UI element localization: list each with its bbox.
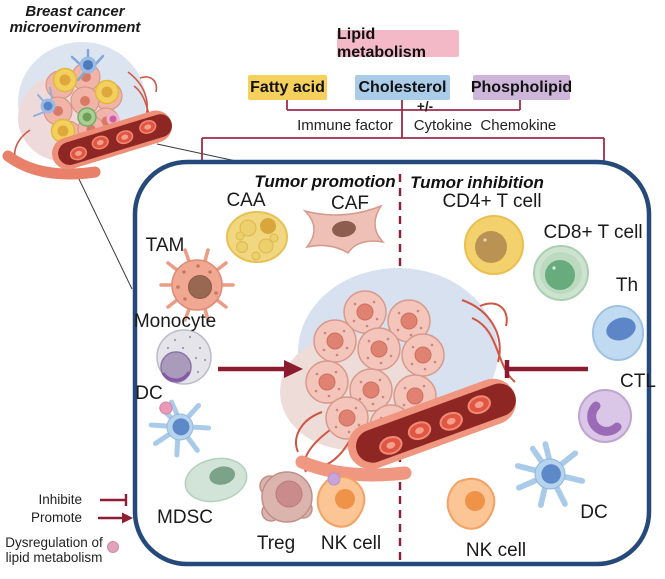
cholesterol-box: Cholesterol bbox=[355, 75, 450, 100]
cd8-t-cell-icon bbox=[533, 245, 589, 301]
caa-label: CAA bbox=[226, 190, 266, 211]
ctl-label: CTL bbox=[620, 371, 656, 392]
phospholipid-box: Phospholipid bbox=[471, 75, 572, 100]
legend-inhibit-symbol bbox=[100, 494, 128, 506]
legend-promote-label: Promote bbox=[30, 510, 82, 525]
central-blood-vessel bbox=[347, 378, 517, 470]
breast-tumor-thumbnail-illustration bbox=[2, 42, 172, 180]
plus-minus-label: +/- bbox=[416, 99, 434, 114]
dc-left-label: DC bbox=[135, 383, 163, 404]
callout-lines bbox=[77, 143, 237, 290]
legend-dysregulation-line1: Dysregulation of bbox=[5, 535, 103, 550]
mdsc-label: MDSC bbox=[157, 507, 213, 528]
dc-right-label: DC bbox=[580, 502, 608, 523]
central-tumor-illustration bbox=[280, 268, 517, 482]
legend-dysregulation-line2: lipid metabolism bbox=[5, 550, 103, 565]
mdsc-cell-icon bbox=[184, 457, 248, 503]
treg-cell-icon bbox=[259, 471, 313, 523]
nk-left-label: NK cell bbox=[320, 533, 382, 554]
lipid-metabolism-box: Lipid metabolism bbox=[337, 26, 459, 61]
nk-left-cell-icon bbox=[316, 472, 366, 528]
cd4-t-cell-icon bbox=[464, 215, 524, 275]
dc-left-cell-icon bbox=[148, 397, 212, 459]
nk-right-label: NK cell bbox=[465, 540, 527, 561]
tumor-inhibition-header: Tumor inhibition bbox=[410, 173, 544, 192]
figure-title: Breast cancer microenvironment bbox=[10, 4, 141, 36]
caf-label: CAF bbox=[331, 193, 369, 214]
tam-cell-icon bbox=[159, 248, 235, 322]
inhibit-bar bbox=[504, 360, 588, 378]
legend-inhibit-label: Inhibite bbox=[38, 492, 82, 507]
th-label: Th bbox=[615, 275, 639, 296]
caa-cell-icon bbox=[226, 211, 288, 263]
fatty-acid-box: Fatty acid bbox=[248, 75, 327, 100]
figure-title-line1: Breast cancer bbox=[25, 3, 125, 20]
cd4-t-cell-label: CD4+ T cell bbox=[442, 191, 542, 212]
figure-title-line2: microenvironment bbox=[9, 19, 141, 36]
legend-dysregulation-dot bbox=[107, 541, 119, 553]
legend-promote-symbol bbox=[98, 512, 133, 524]
th-cell-icon bbox=[592, 305, 644, 361]
caf-cell-icon bbox=[302, 204, 386, 255]
tumor-promotion-header: Tumor promotion bbox=[254, 172, 396, 191]
monocyte-label: Monocyte bbox=[133, 311, 217, 332]
legend-dysregulation-label: Dysregulation of lipid metabolism bbox=[5, 535, 103, 565]
monocyte-cell-icon bbox=[156, 329, 212, 385]
cytokine-chemokine-label: Cytokine Chemokine bbox=[413, 117, 557, 134]
cd8-t-cell-label: CD8+ T cell bbox=[543, 222, 643, 243]
thumbnail-blood-vessel bbox=[52, 110, 172, 170]
promote-arrow bbox=[218, 360, 303, 378]
immune-factor-label: Immune factor bbox=[297, 117, 393, 134]
nk-right-cell-icon bbox=[446, 477, 496, 530]
tam-label: TAM bbox=[145, 235, 185, 256]
treg-label: Treg bbox=[256, 533, 296, 554]
ctl-cell-icon bbox=[578, 389, 632, 443]
